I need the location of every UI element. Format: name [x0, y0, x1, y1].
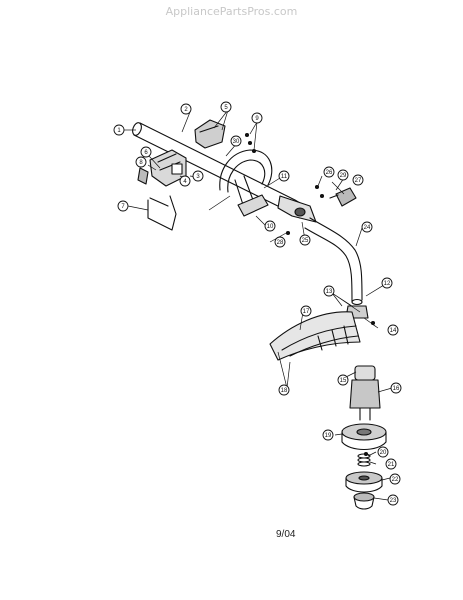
- throttle-housing: [137, 149, 187, 187]
- throttle-cable: [147, 195, 177, 231]
- callout-4: 4: [179, 175, 191, 187]
- callout-label: 26: [326, 170, 333, 176]
- callout-26: 26: [323, 166, 335, 178]
- gear-head: [349, 365, 381, 421]
- callout-15: 15: [337, 374, 349, 386]
- callout-25: 25: [299, 234, 311, 246]
- callout-label: 23: [390, 498, 397, 504]
- callout-5: 5: [220, 101, 232, 113]
- callout-28: 28: [274, 236, 286, 248]
- callout-label: 24: [364, 225, 371, 231]
- assist-handle: [219, 149, 273, 217]
- callout-12: 12: [381, 277, 393, 289]
- callout-label: 25: [302, 238, 309, 244]
- callout-label: 14: [390, 328, 397, 334]
- part-callouts: 1 2 3 4 5 6 7 8 9 10 11 12 13 14 15 16 1…: [113, 101, 402, 506]
- knob-bolt: [329, 187, 357, 207]
- callout-label: 29: [340, 173, 347, 179]
- callout-label: 2: [184, 107, 188, 113]
- callout-label: 21: [388, 462, 395, 468]
- callout-label: 17: [303, 309, 310, 315]
- callout-label: 12: [384, 281, 391, 287]
- callout-label: 28: [277, 240, 284, 246]
- watermark-text: AppliancePartsPros.com: [165, 5, 298, 18]
- callout-19: 19: [322, 429, 334, 441]
- handle-clamp: [194, 119, 226, 149]
- callout-label: 10: [267, 224, 274, 230]
- callout-16: 16: [390, 382, 402, 394]
- bump-knob: [353, 492, 375, 510]
- shaft-tube-lower: [304, 217, 363, 306]
- debris-shield: [269, 311, 361, 361]
- callout-label: 7: [121, 204, 125, 210]
- callout-label: 20: [380, 450, 387, 456]
- callout-9: 9: [251, 112, 263, 124]
- date-code-text: 9/04: [276, 529, 296, 540]
- callout-label: 18: [281, 388, 288, 394]
- callout-2: 2: [180, 103, 192, 115]
- callout-21: 21: [385, 458, 397, 470]
- callout-18: 18: [278, 384, 290, 396]
- callout-label: 9: [255, 116, 259, 122]
- spool: [345, 471, 383, 493]
- callout-14: 14: [387, 324, 399, 336]
- callout-label: 11: [281, 174, 288, 180]
- callout-8: 8: [135, 156, 147, 168]
- callout-label: 1: [117, 128, 121, 134]
- callout-3: 3: [192, 170, 204, 182]
- callout-7: 7: [117, 200, 129, 212]
- coupler-housing: [277, 195, 317, 223]
- callout-label: 6: [144, 150, 148, 156]
- callout-label: 22: [392, 477, 399, 483]
- callout-27: 27: [352, 174, 364, 186]
- callout-1: 1: [113, 124, 125, 136]
- callout-10: 10: [264, 220, 276, 232]
- callout-label: 8: [139, 160, 143, 166]
- trimmer-hub: [341, 423, 387, 451]
- callout-6: 6: [140, 146, 152, 158]
- callout-label: 15: [340, 378, 347, 384]
- callout-29: 29: [337, 169, 349, 181]
- callout-11: 11: [278, 170, 290, 182]
- callout-label: 27: [355, 178, 362, 184]
- callout-24: 24: [361, 221, 373, 233]
- callout-label: 16: [393, 386, 400, 392]
- callout-20: 20: [377, 446, 389, 458]
- callout-label: 19: [325, 433, 332, 439]
- callout-label: 30: [233, 139, 240, 145]
- callout-17: 17: [300, 305, 312, 317]
- callout-23: 23: [387, 494, 399, 506]
- callout-label: 13: [326, 289, 333, 295]
- callout-label: 5: [224, 105, 228, 111]
- callout-30: 30: [230, 135, 242, 147]
- callout-22: 22: [389, 473, 401, 485]
- callout-label: 4: [183, 179, 187, 185]
- callout-13: 13: [323, 285, 335, 297]
- callout-label: 3: [196, 174, 200, 180]
